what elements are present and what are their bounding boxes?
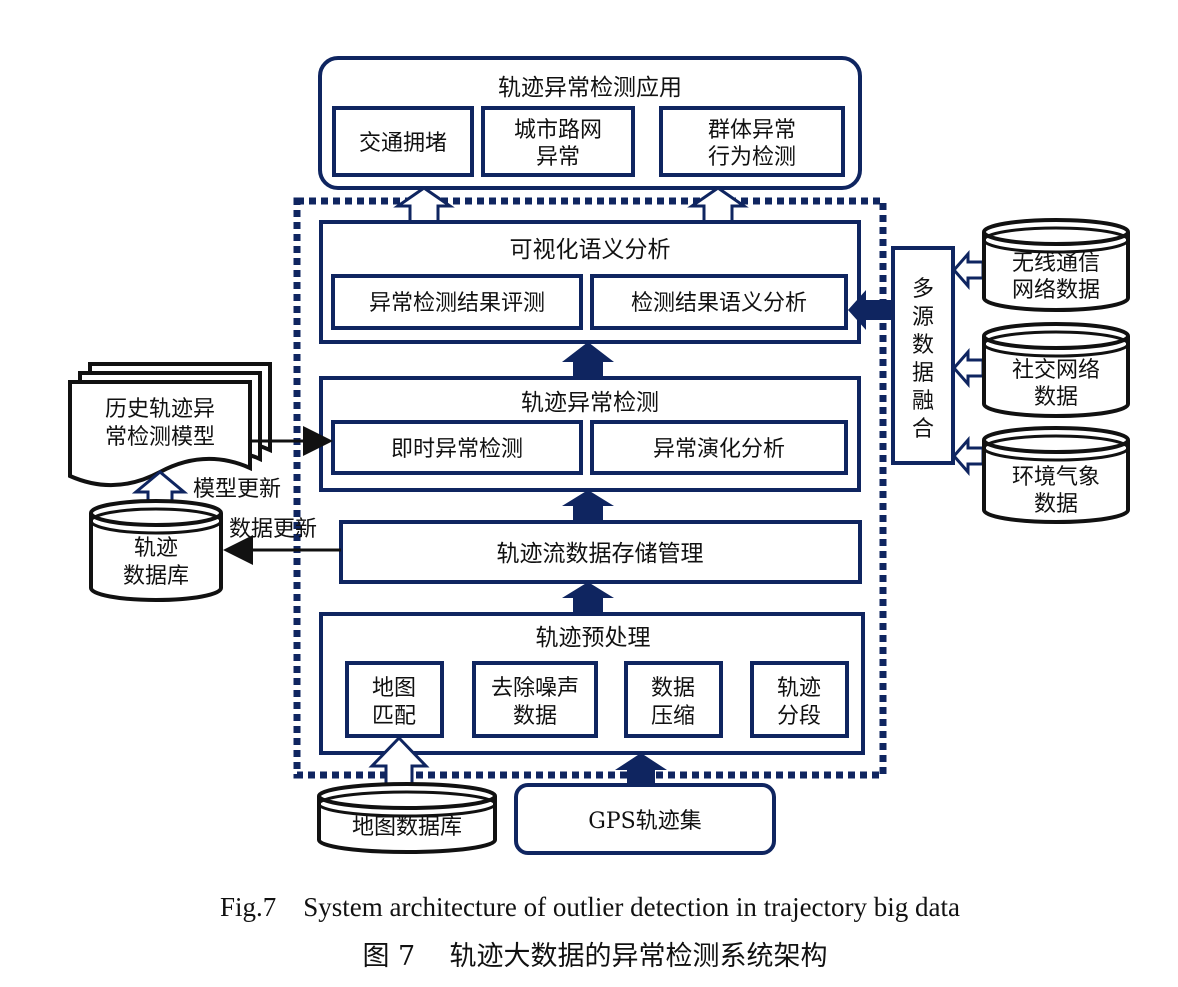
solid-up-arrow [562, 582, 614, 614]
source-label: 网络数据 [1012, 278, 1100, 303]
preprocess-item-label: 匹配 [372, 704, 416, 729]
app-item-label: 群体异常 [708, 118, 796, 143]
source-label: 社交网络 [1012, 358, 1100, 383]
multi-source-fusion-box [891, 246, 955, 465]
trajectory-database-label: 数据库 [123, 564, 189, 589]
preprocess-layer-title: 轨迹预处理 [536, 625, 651, 651]
storage-layer-title: 轨迹流数据存储管理 [497, 541, 704, 567]
solid-up-arrow [562, 342, 614, 378]
fusion-char: 数 [912, 333, 934, 358]
app-item-traffic-congestion [332, 106, 474, 177]
hollow-left-arrow [952, 250, 985, 290]
preprocess-item-label: 数据 [513, 704, 557, 729]
history-model-document-stack [68, 362, 272, 487]
source-label: 环境气象 [1012, 465, 1100, 490]
model-update-label: 模型更新 [193, 477, 281, 502]
preprocess-item-label: 分段 [777, 704, 821, 729]
storage-layer-box [339, 520, 862, 584]
preprocess-item-label: 轨迹 [777, 676, 821, 701]
preprocess-item-map-matching [345, 661, 444, 738]
preprocess-item-noise-removal [472, 661, 598, 738]
app-item-road-network-anomaly [481, 106, 635, 177]
solid-up-arrow [615, 753, 667, 788]
hollow-up-arrow [393, 186, 455, 224]
detect-item-evolution [590, 420, 848, 475]
preprocess-item-label: 去除噪声 [491, 676, 579, 701]
detect-item-label: 即时异常检测 [391, 437, 523, 462]
visual-item-result-evaluation [331, 274, 583, 330]
visual-item-label: 异常检测结果评测 [369, 291, 545, 316]
source-label: 无线通信 [1012, 251, 1100, 276]
visual-semantic-layer-title: 可视化语义分析 [510, 237, 671, 263]
hollow-left-arrow [952, 348, 985, 388]
hollow-left-arrow [952, 436, 985, 476]
wireless-network-data-cylinder [982, 218, 1130, 312]
preprocess-item-label: 地图 [372, 676, 416, 701]
solid-up-arrow [562, 490, 614, 522]
source-label: 数据 [1034, 385, 1078, 410]
preprocess-item-label: 压缩 [651, 704, 695, 729]
fusion-char: 融 [912, 389, 934, 414]
fusion-char: 据 [912, 361, 934, 386]
caption-english: Fig.7 System architecture of outlier det… [220, 892, 960, 922]
social-network-data-cylinder [982, 322, 1130, 418]
app-item-label: 城市路网 [514, 118, 602, 143]
trajectory-database-label: 轨迹 [134, 536, 178, 561]
preprocess-item-segmentation [750, 661, 849, 738]
caption-chinese: 图 7 轨迹大数据的异常检测系统架构 [362, 941, 827, 972]
fusion-char: 多 [912, 277, 934, 302]
environment-weather-data-cylinder [982, 426, 1130, 524]
app-item-group-behavior-detection [659, 106, 845, 177]
visual-item-semantic-analysis [590, 274, 848, 330]
fusion-char: 合 [912, 417, 934, 442]
preprocess-item-label: 数据 [651, 676, 695, 701]
detect-item-instant [331, 420, 583, 475]
fusion-char: 源 [912, 305, 934, 330]
hollow-up-arrow [687, 186, 749, 224]
map-database-cylinder [317, 782, 497, 854]
detection-layer-title: 轨迹异常检测 [521, 390, 659, 416]
app-item-label: 交通拥堵 [359, 131, 447, 156]
system-dotted-frame [293, 197, 887, 779]
trajectory-database-cylinder [89, 499, 223, 602]
application-layer-title: 轨迹异常检测应用 [498, 75, 682, 101]
history-model-label: 历史轨迹异 [105, 397, 215, 422]
visual-item-label: 检测结果语义分析 [631, 291, 807, 316]
history-model-label: 常检测模型 [105, 425, 215, 450]
gps-trajectory-set-label: GPS轨迹集 [588, 809, 701, 834]
solid-left-arrow [848, 290, 891, 330]
map-database-label: 地图数据库 [352, 815, 462, 840]
app-item-label: 异常 [536, 145, 580, 170]
detect-item-label: 异常演化分析 [653, 437, 785, 462]
data-update-label: 数据更新 [229, 517, 317, 542]
gps-trajectory-set-box [514, 783, 776, 855]
app-item-label: 行为检测 [708, 145, 796, 170]
source-label: 数据 [1034, 492, 1078, 517]
preprocess-item-compression [624, 661, 723, 738]
